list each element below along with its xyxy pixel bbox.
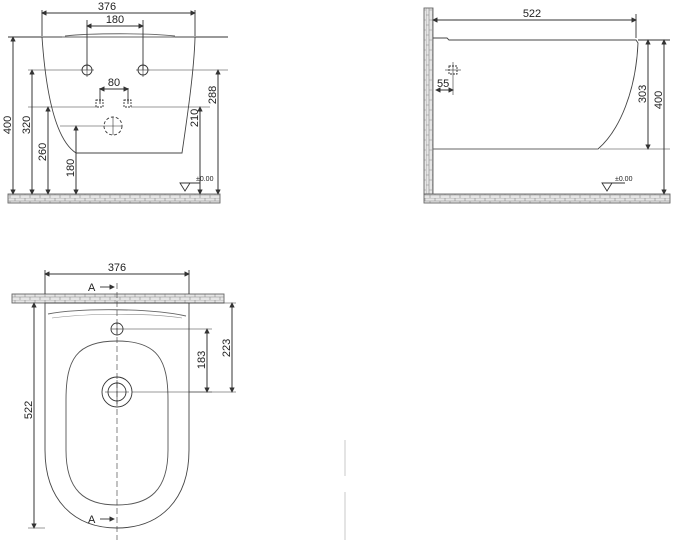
top-view-labels: 376 A A 522 183 223 bbox=[23, 262, 233, 526]
top-length-label: 522 bbox=[23, 401, 35, 419]
front-height-210-label: 210 bbox=[189, 109, 201, 127]
side-floor-level-label: ±0.00 bbox=[615, 176, 633, 183]
front-view bbox=[7, 10, 228, 204]
side-wall bbox=[423, 7, 434, 195]
front-view-labels: 376 180 80 400 320 260 180 288 210 ±0.00 bbox=[2, 1, 219, 183]
side-length-label: 522 bbox=[523, 8, 541, 20]
top-view bbox=[11, 270, 236, 540]
front-height-180-label: 180 bbox=[65, 159, 77, 177]
front-height-288-label: 288 bbox=[207, 86, 219, 104]
small-hole-left bbox=[95, 99, 104, 108]
top-dim-223-label: 223 bbox=[221, 339, 233, 357]
front-small-spacing-label: 80 bbox=[108, 77, 120, 89]
side-view-labels: 522 55 303 400 ±0.00 bbox=[437, 8, 665, 183]
side-offset-label: 55 bbox=[437, 78, 449, 90]
side-floor bbox=[423, 193, 671, 204]
top-wall bbox=[11, 293, 225, 304]
front-floor bbox=[7, 193, 221, 204]
front-body-outline bbox=[41, 36, 196, 154]
front-height-320-label: 320 bbox=[21, 116, 33, 134]
side-height-400-label: 400 bbox=[653, 91, 665, 109]
side-height-303-label: 303 bbox=[637, 85, 649, 103]
front-floor-level-label: ±0.00 bbox=[196, 176, 214, 183]
small-hole-right bbox=[123, 99, 132, 108]
top-width-label: 376 bbox=[108, 262, 126, 274]
front-height-260-label: 260 bbox=[37, 143, 49, 161]
top-dim-183-label: 183 bbox=[196, 351, 208, 369]
front-height-400-label: 400 bbox=[2, 116, 14, 134]
front-width-label: 376 bbox=[98, 1, 116, 13]
front-hole-spacing-label: 180 bbox=[106, 14, 124, 26]
side-view bbox=[423, 7, 671, 204]
section-label-top: A bbox=[88, 282, 96, 294]
side-body-outline bbox=[433, 37, 639, 150]
section-label-bottom: A bbox=[88, 514, 96, 526]
